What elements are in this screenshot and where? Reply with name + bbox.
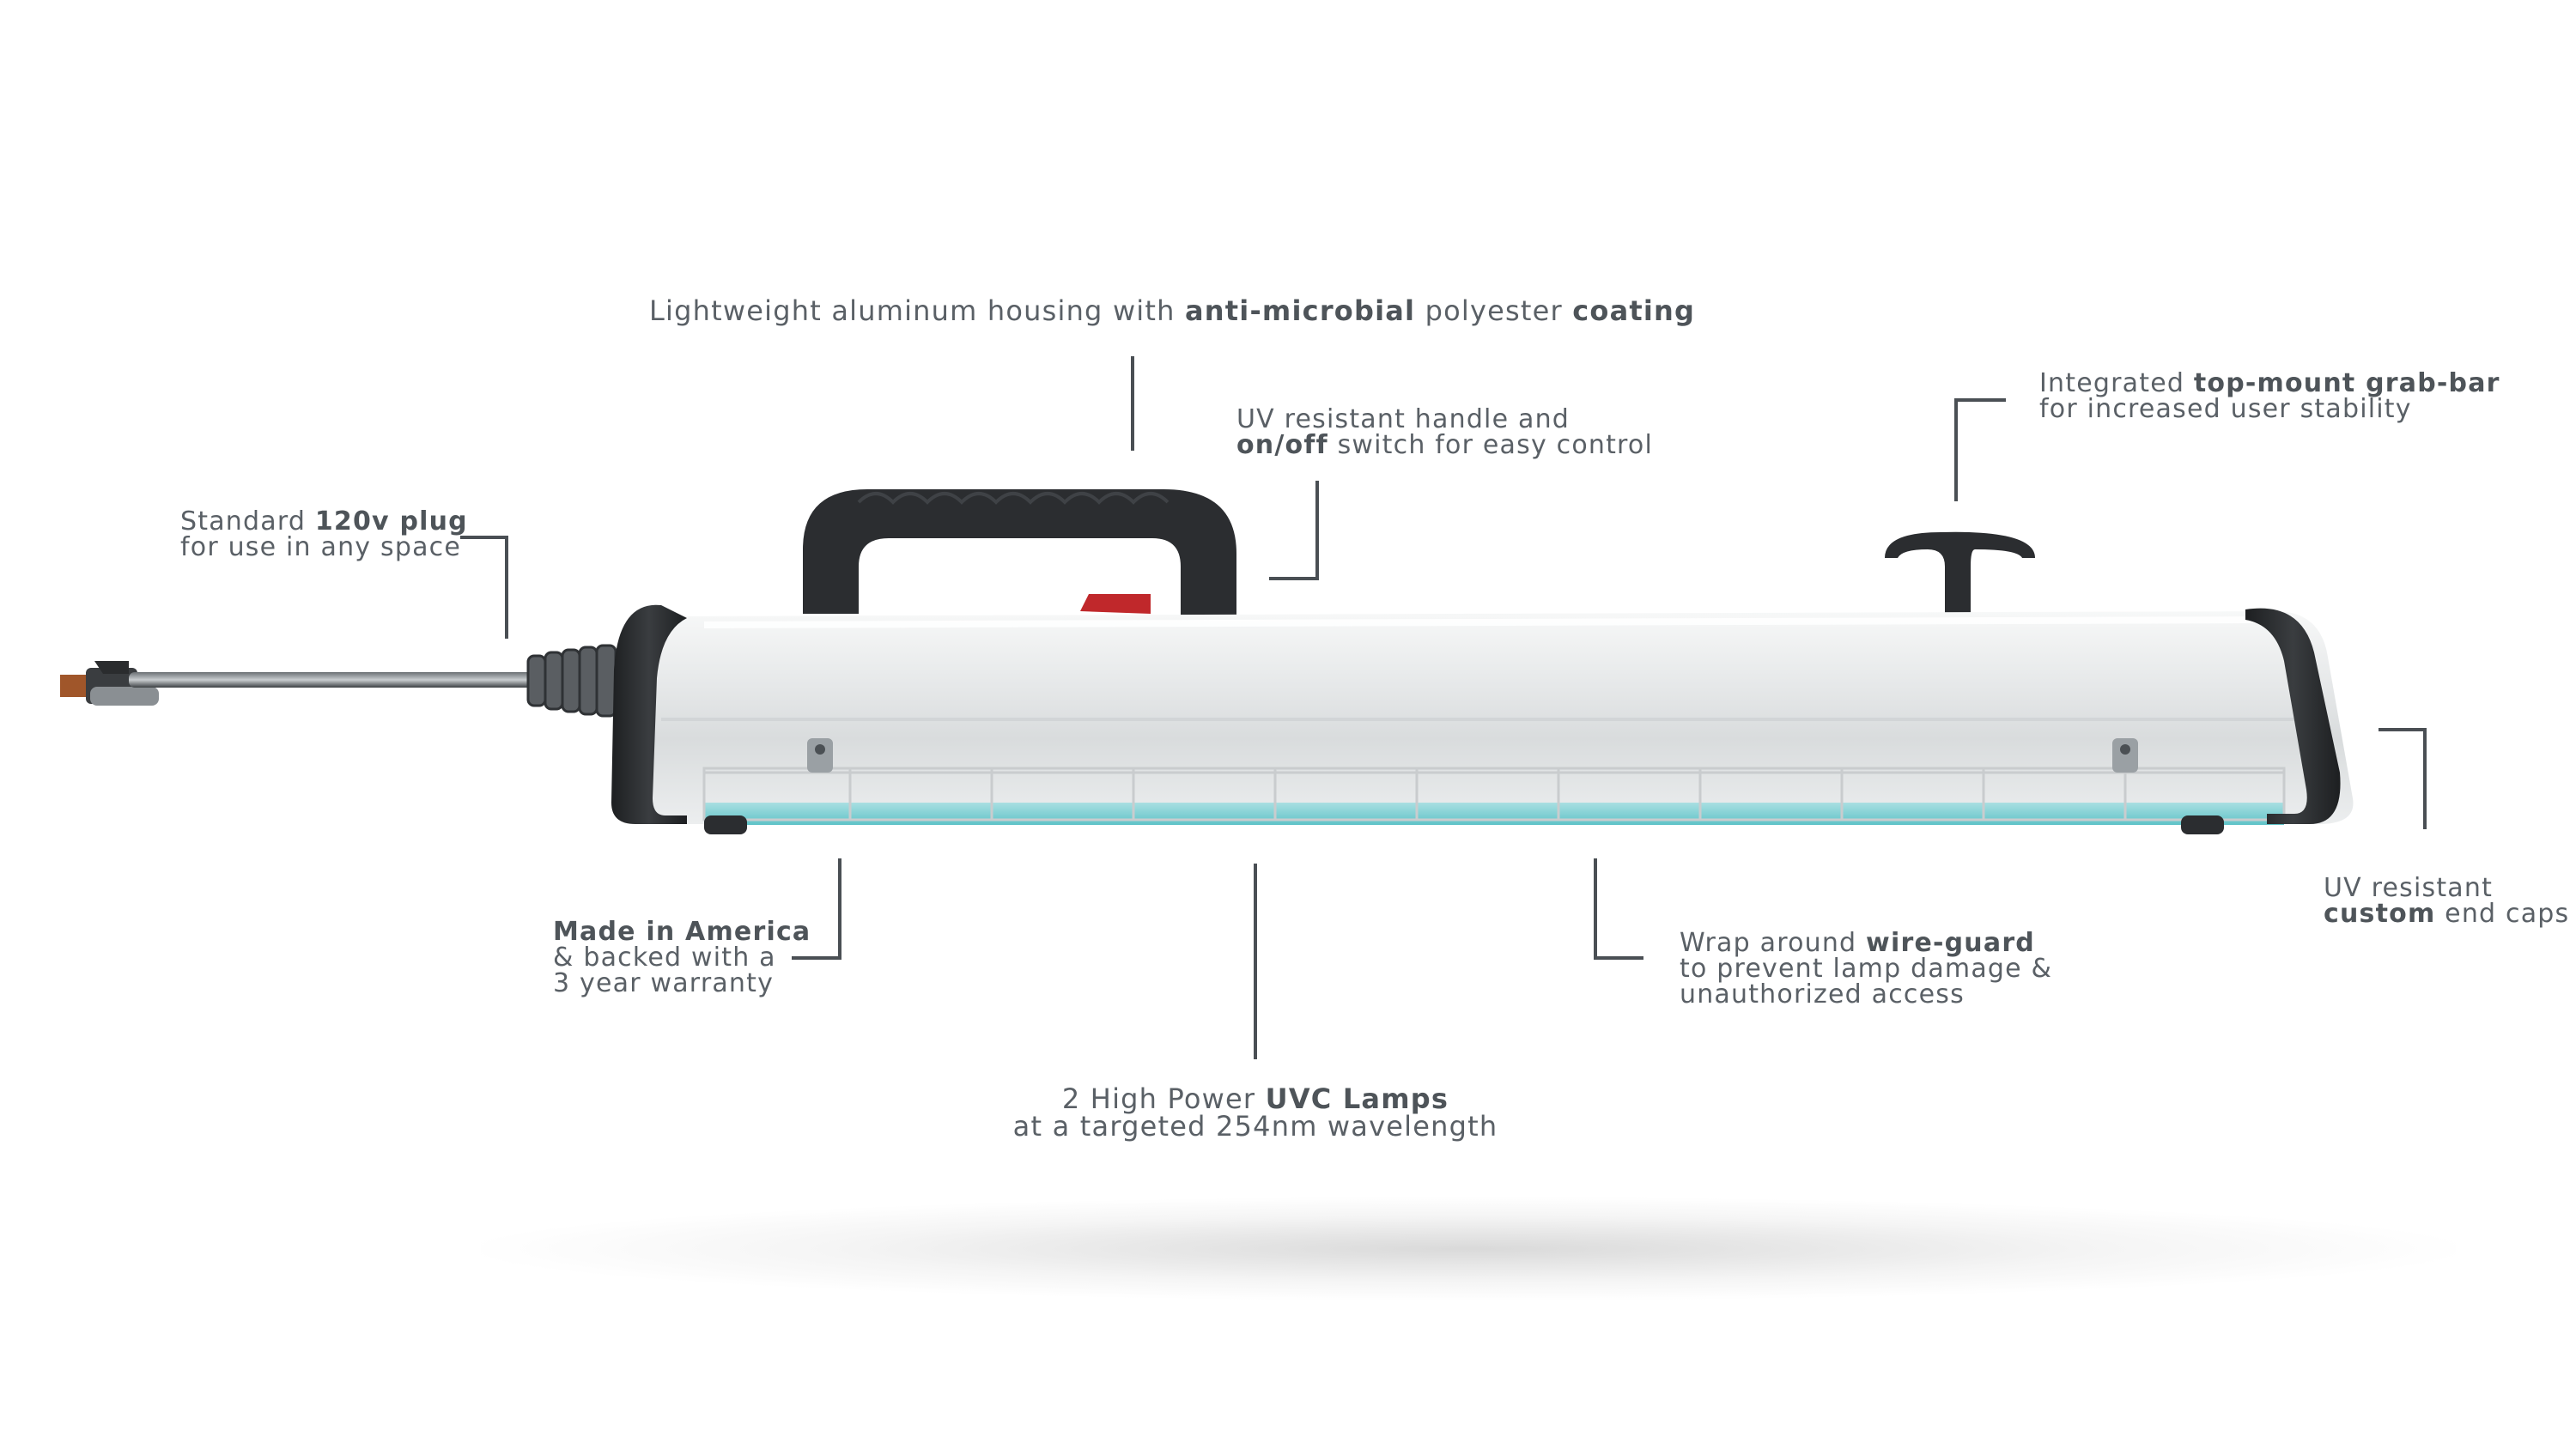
leader-handle-h bbox=[1269, 577, 1319, 580]
housing-text-2: polyester bbox=[1415, 294, 1573, 327]
leader-madein-v bbox=[838, 858, 841, 960]
leader-plug-v bbox=[505, 536, 508, 639]
endcaps-line-1: UV resistant bbox=[2324, 873, 2494, 903]
annotation-end-caps: UV resistant custom end caps bbox=[2324, 876, 2569, 927]
madein-line-3: 3 year warranty bbox=[553, 968, 775, 998]
endcaps-line-2: end caps bbox=[2435, 899, 2570, 929]
handle-line-1: UV resistant handle and bbox=[1236, 404, 1571, 434]
leader-plug-h bbox=[460, 536, 508, 539]
lamps-line-2: at a targeted 254nm wavelength bbox=[1012, 1110, 1498, 1143]
end-caps bbox=[611, 604, 2341, 834]
leader-handle bbox=[1315, 481, 1319, 579]
leader-housing bbox=[1131, 356, 1134, 451]
madein-bold: Made in America bbox=[553, 917, 811, 947]
annotation-plug: Standard 120v plug for use in any space bbox=[180, 509, 468, 561]
leader-endcaps-v bbox=[2423, 728, 2427, 829]
wireguard-line-3: unauthorized access bbox=[1680, 979, 1965, 1009]
annotation-housing: Lightweight aluminum housing with anti-m… bbox=[649, 297, 1695, 324]
plug-bold: 120v plug bbox=[314, 506, 468, 537]
leader-endcaps-h bbox=[2379, 728, 2427, 731]
leader-grabbar-v bbox=[1954, 398, 1958, 501]
madein-line-2: & backed with a bbox=[553, 943, 776, 973]
wireguard-text: Wrap around bbox=[1680, 928, 1867, 958]
grabbar-bold: top-mount grab-bar bbox=[2193, 368, 2500, 398]
plug-and-cord bbox=[60, 644, 617, 718]
annotation-made-in-america: Made in America & backed with a 3 year w… bbox=[553, 919, 811, 997]
handle-bold: on/off bbox=[1236, 430, 1328, 460]
leader-grabbar bbox=[1954, 398, 2006, 402]
leader-wireguard-v bbox=[1594, 858, 1597, 960]
leader-lamps bbox=[1254, 864, 1257, 1059]
plug-line-2: for use in any space bbox=[180, 532, 462, 562]
wireguard-line-2: to prevent lamp damage & bbox=[1680, 954, 2053, 984]
handle-line-2: switch for easy control bbox=[1327, 430, 1654, 460]
housing-bold-2: coating bbox=[1572, 294, 1696, 327]
endcaps-bold: custom bbox=[2324, 899, 2436, 929]
housing-bold-1: anti-microbial bbox=[1185, 294, 1416, 327]
housing bbox=[653, 611, 2354, 825]
carry-handle bbox=[803, 489, 1236, 618]
leader-wireguard-h bbox=[1594, 956, 1643, 960]
housing-text-1: Lightweight aluminum housing with bbox=[649, 294, 1186, 327]
grabbar-line-2: for increased user stability bbox=[2039, 394, 2412, 424]
annotation-wire-guard: Wrap around wire-guard to prevent lamp d… bbox=[1680, 931, 2052, 1008]
lamps-text: 2 High Power bbox=[1061, 1082, 1266, 1115]
annotation-uvc-lamps: 2 High Power UVC Lamps at a targeted 254… bbox=[955, 1085, 1556, 1140]
floor-shadow bbox=[481, 1197, 2456, 1300]
annotation-grab-bar: Integrated top-mount grab-bar for increa… bbox=[2039, 371, 2500, 422]
grabbar-text: Integrated bbox=[2039, 368, 2194, 398]
plug-text: Standard bbox=[180, 506, 315, 537]
wireguard-bold: wire-guard bbox=[1866, 928, 2035, 958]
annotation-handle: UV resistant handle and on/off switch fo… bbox=[1236, 407, 1653, 458]
leader-madein-h bbox=[792, 956, 841, 960]
lamps-bold: UVC Lamps bbox=[1265, 1082, 1449, 1115]
